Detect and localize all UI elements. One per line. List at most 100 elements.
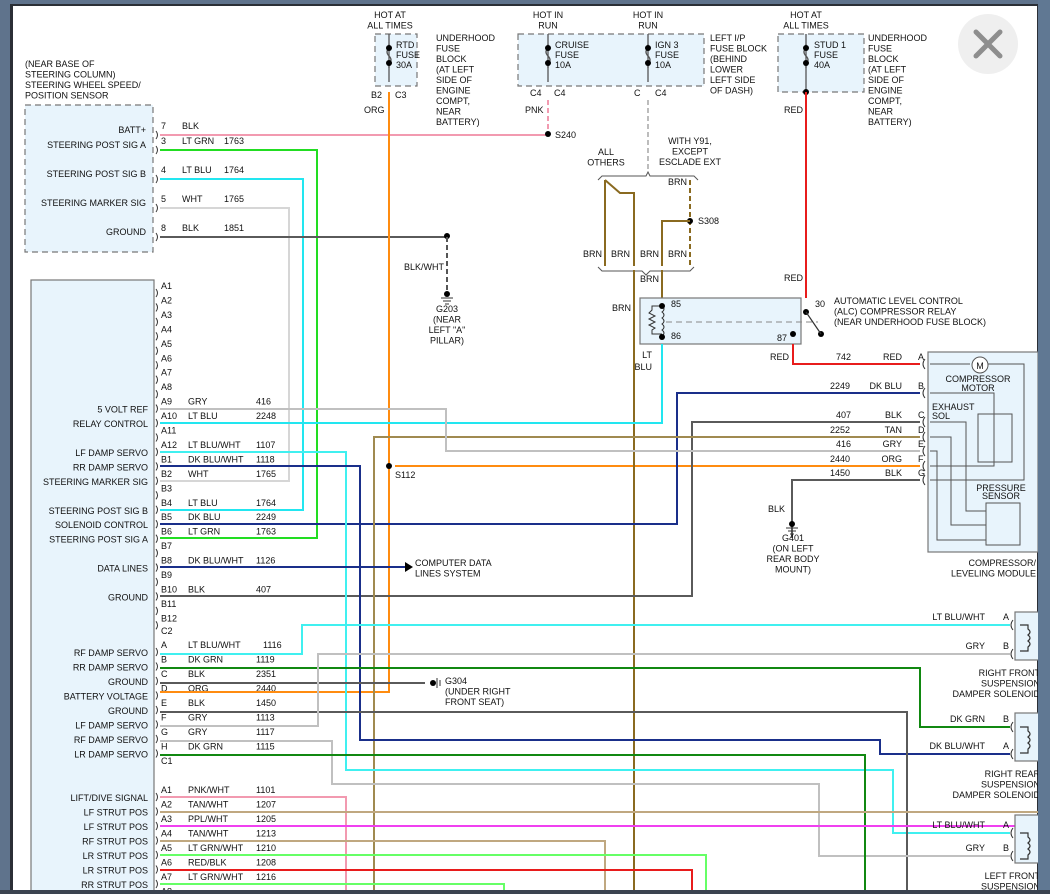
module-pin-name: RR STRUT POS — [81, 880, 148, 890]
compressor-circuit: 742 — [836, 352, 851, 362]
module-wire-color: DK GRN — [188, 742, 223, 752]
underhood-block-label: UNDERHOOD — [868, 33, 928, 43]
module-circuit: 1450 — [256, 698, 276, 708]
ign3-fuse-icon-dot — [645, 45, 651, 51]
g401-label: G401 — [782, 533, 804, 543]
module-pin: B1 — [161, 454, 172, 464]
sensor-circuit-number: 1851 — [224, 223, 244, 233]
module-terminal — [155, 288, 158, 298]
module-wire-color: PNK/WHT — [188, 785, 230, 795]
module-wire-color: ORG — [188, 684, 209, 694]
steering-marker-wire — [160, 207, 290, 482]
ip-block-label: OF DASH) — [710, 86, 753, 96]
module-terminal — [155, 836, 158, 845]
module-pin: A5 — [161, 339, 172, 349]
compressor-module-title: COMPRESSOR/ — [968, 558, 1036, 568]
module-wire-color: RED/BLK — [188, 858, 227, 868]
compressor-pin: D — [918, 425, 925, 435]
ign3-fuse-label: 10A — [655, 60, 671, 70]
compressor-terminal — [922, 358, 926, 370]
connector-c1-label: C1 — [161, 756, 173, 766]
s240-label: S240 — [555, 130, 576, 140]
module-circuit: 2440 — [256, 684, 276, 694]
module-wire-color: PPL/WHT — [188, 814, 229, 824]
underhood-block-label: (AT LEFT — [436, 65, 475, 75]
module-pin-name: SOLENOID CONTROL — [55, 520, 148, 530]
stud1-fuse-label: 40A — [814, 60, 830, 70]
module-terminal — [155, 734, 158, 744]
module-wire-color: BLK — [188, 584, 205, 594]
module-pin-name: GROUND — [108, 592, 148, 602]
exhaust-solenoid-icon — [977, 413, 1013, 463]
compressor-pin: A — [918, 352, 924, 362]
sensor-wire-color: BLK — [182, 223, 199, 233]
stud1-hot-label: ALL TIMES — [783, 21, 829, 31]
module-pin: B5 — [161, 512, 172, 522]
ign3-hot-label: HOT IN — [633, 10, 663, 20]
suspension-control-module — [30, 279, 155, 894]
module-pin: A3 — [161, 814, 172, 824]
module-wire-color: DK BLU — [188, 512, 221, 522]
compressor-wire-color: BLK — [885, 468, 902, 478]
solenoid-wire-color: GRY — [966, 641, 985, 651]
underhood-block-label: SIDE OF — [868, 75, 905, 85]
module-pin-name: BATTERY VOLTAGE — [64, 692, 148, 702]
rtd-fuse-icon-dot — [386, 45, 392, 51]
solenoid-pin: B — [1003, 714, 1009, 724]
relay-title: (NEAR UNDERHOOD FUSE BLOCK) — [834, 317, 986, 327]
stud1-fuse-icon-dot — [803, 45, 809, 51]
g203-label: LEFT "A" — [429, 325, 466, 335]
internal-wire — [930, 363, 1025, 481]
module-pin: G — [161, 727, 168, 737]
data-lines-destination: LINES SYSTEM — [415, 569, 481, 579]
solenoid-coil-icon — [1020, 832, 1031, 860]
relay-coil-resistor-icon — [647, 305, 662, 335]
sensor-wire-color: WHT — [182, 194, 203, 204]
module-pin: A10 — [161, 411, 177, 421]
steering-post-sig-b-wire — [160, 178, 304, 511]
ground-wire-1450 — [160, 711, 908, 894]
rr-damp-servo-wire-1118 — [160, 465, 1010, 755]
module-pin-name: RELAY CONTROL — [73, 419, 148, 429]
underhood-block-label: ENGINE — [868, 86, 903, 96]
solenoid-wire-color: DK BLU/WHT — [929, 741, 985, 751]
compressor-wire-color: DK BLU — [869, 381, 902, 391]
compressor-module-title: LEVELING MODULE — [951, 569, 1036, 579]
sensor-circuit-number: 1765 — [224, 194, 244, 204]
connector-label: C — [634, 88, 641, 98]
module-pin: B10 — [161, 584, 177, 594]
module-pin: A3 — [161, 310, 172, 320]
lf-damp-servo-wire — [160, 451, 1010, 834]
lift-dive-wire — [160, 796, 347, 894]
steering-post-sig-a-wire — [160, 149, 318, 539]
module-terminal — [155, 346, 158, 356]
module-pin: D — [161, 684, 168, 694]
compressor-pin: F — [918, 454, 924, 464]
underhood-block-label: (AT LEFT — [868, 65, 907, 75]
relay-control-wire — [160, 344, 663, 424]
stud1-hot-label: HOT AT — [790, 10, 822, 20]
g304-label: G304 — [445, 676, 467, 686]
module-terminal — [155, 360, 158, 370]
ip-block-label: (BEHIND — [710, 54, 748, 64]
pressure-sensor-label: PRESSURE — [976, 483, 1026, 493]
module-pin: A1 — [161, 785, 172, 795]
relay-in-wire-label: RED — [784, 273, 804, 283]
module-circuit: 1115 — [256, 742, 275, 752]
close-button[interactable] — [958, 14, 1018, 74]
ip-fuse-block — [517, 33, 705, 87]
module-terminal — [155, 720, 158, 729]
module-terminal — [155, 404, 158, 413]
g401-ground-icon — [789, 521, 795, 527]
g401-label: MOUNT) — [775, 565, 811, 575]
module-terminal — [155, 606, 158, 616]
option-bracket — [597, 266, 695, 276]
module-pin: B7 — [161, 541, 172, 551]
module-terminal — [155, 807, 158, 816]
module-pin-name: LF DAMP SERVO — [75, 448, 148, 458]
relay-title: AUTOMATIC LEVEL CONTROL — [834, 296, 963, 306]
module-pin: H — [161, 742, 168, 752]
module-pin-name: LF STRUT POS — [84, 808, 148, 818]
rtd-fuse-block — [374, 33, 418, 87]
solenoid-title: RIGHT REAR — [985, 769, 1041, 779]
